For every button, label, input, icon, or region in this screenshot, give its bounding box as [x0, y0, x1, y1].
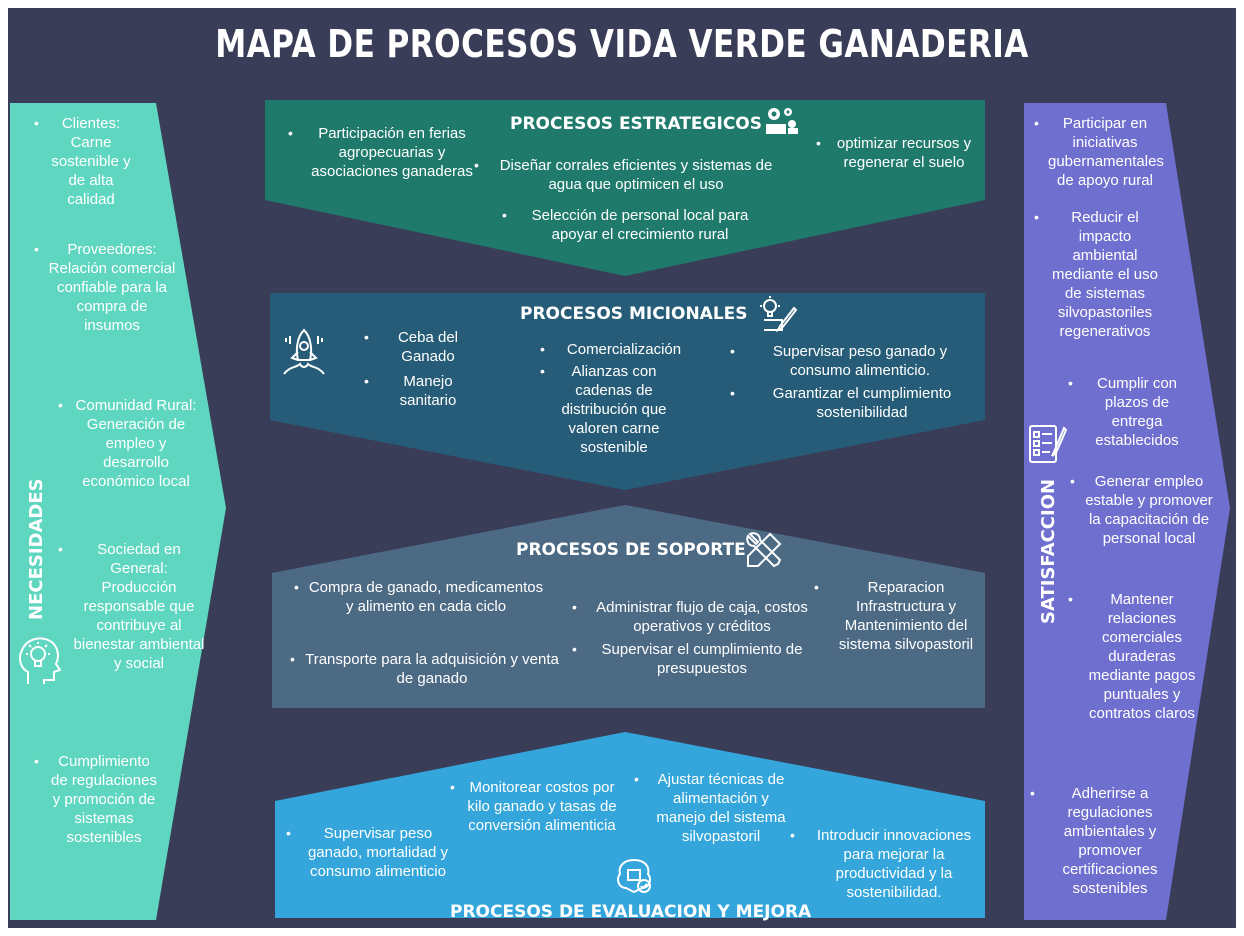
necesidades-label: NECESIDADES	[26, 478, 47, 620]
soporte-item: Compra de ganado, medicamentos y aliment…	[294, 578, 544, 616]
necesidades-item: Sociedad en General: Producción responsa…	[58, 540, 206, 673]
page-title: MAPA DE PROCESOS VIDA VERDE GANADERIA	[215, 22, 1029, 66]
process-map-canvas: MAPA DE PROCESOS VIDA VERDE GANADERIA NE…	[8, 8, 1236, 928]
satisfaccion-label: SATISFACCION	[1038, 478, 1059, 624]
satisfaccion-item: Participar en iniciativas gubernamentale…	[1034, 114, 1164, 190]
misionales-item: Manejo sanitario	[364, 372, 478, 410]
estrategicos-title: PROCESOS ESTRATEGICOS	[510, 114, 762, 134]
soporte-item: Transporte para la adquisición y venta d…	[290, 650, 560, 688]
evaluacion-item: Monitorear costos por kilo ganado y tasa…	[450, 778, 620, 835]
satisfaccion-item: Mantener relaciones comerciales duradera…	[1068, 590, 1202, 723]
estrategicos-item: optimizar recursos y regenerar el suelo	[816, 134, 978, 172]
necesidades-item: Proveedores: Relación comercial confiabl…	[34, 240, 176, 335]
brain-chip-icon	[617, 858, 651, 894]
soporte-item: Administrar flujo de caja, costos operat…	[572, 598, 818, 636]
satisfaccion-item: Reducir el impacto ambiental mediante el…	[1034, 208, 1162, 341]
soporte-item: Supervisar el cumplimiento de presupuest…	[572, 640, 818, 678]
necesidades-item: Clientes: Carne sostenible y de alta cal…	[34, 114, 134, 209]
necesidades-item: Cumplimiento de regulaciones y promoción…	[34, 752, 160, 847]
misionales-title: PROCESOS MICIONALES	[520, 304, 748, 324]
evaluacion-item: Introducir innovaciones para mejorar la …	[790, 826, 984, 902]
necesidades-item: Comunidad Rural: Generación de empleo y …	[58, 396, 200, 491]
rocket-icon	[283, 328, 325, 375]
estrategicos-item: Participación en ferias agropecuarias y …	[288, 124, 482, 181]
idea-pencil-icon	[760, 296, 798, 333]
misionales-item: Alianzas con cadenas de distribución que…	[540, 362, 674, 457]
evaluacion-title: PROCESOS DE EVALUACION Y MEJORA	[450, 902, 812, 922]
evaluacion-item: Ajustar técnicas de alimentación y manej…	[634, 770, 794, 846]
misionales-item: Supervisar peso ganado y consumo aliment…	[730, 342, 976, 380]
satisfaccion-item: Cumplir con plazos de entrega establecid…	[1068, 374, 1192, 450]
lightbulb-head-icon	[19, 637, 62, 684]
satisfaccion-item: Adherirse a regulaciones ambientales y p…	[1030, 784, 1176, 898]
misionales-item: Ceba del Ganado	[364, 328, 478, 366]
satisfaccion-item: Generar empleo estable y promover la cap…	[1070, 472, 1214, 548]
gears-person-icon	[766, 108, 798, 134]
misionales-item: Comercialización	[540, 340, 694, 359]
soporte-item: Reparacion Infrastructura y Mantenimient…	[814, 578, 984, 654]
soporte-title: PROCESOS DE SOPORTE	[516, 540, 746, 560]
checklist-icon	[1029, 425, 1068, 463]
estrategicos-item: Diseñar corrales eficientes y sistemas d…	[474, 156, 784, 194]
misionales-item: Garantizar el cumplimiento sostenibilida…	[730, 384, 980, 422]
evaluacion-item: Supervisar peso ganado, mortalidad y con…	[286, 824, 456, 881]
tools-icon	[746, 532, 782, 568]
estrategicos-item: Selección de personal local para apoyar …	[502, 206, 764, 244]
